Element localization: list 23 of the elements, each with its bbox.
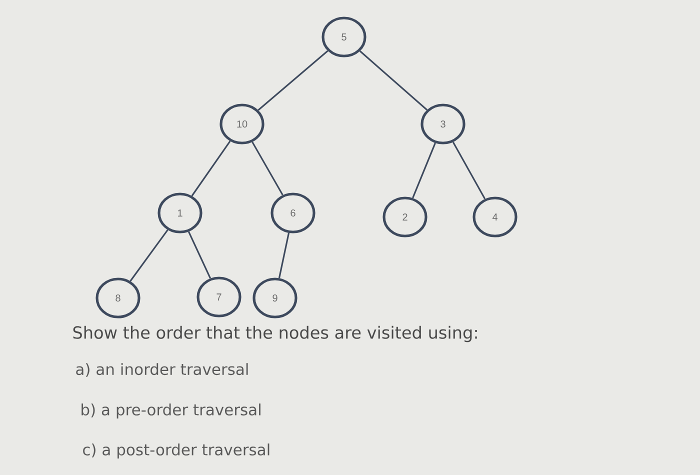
tree-node: 2 (382, 196, 428, 238)
question-text: Show the order that the nodes are visited using: (73, 326, 477, 342)
tree-edge (191, 140, 231, 196)
tree-node: 4 (472, 196, 518, 238)
tree-node: 10 (220, 104, 264, 144)
tree-node: 1 (158, 192, 202, 234)
tree-node: 6 (270, 192, 316, 234)
tree-node: 7 (196, 276, 242, 318)
tree-edge (360, 50, 428, 110)
tree-edge (278, 232, 290, 278)
option-text: a) an inorder traversal (76, 363, 248, 377)
tree-edge (258, 50, 328, 111)
option-text: c) a post-order traversal (83, 444, 270, 459)
tree-edge (188, 231, 212, 279)
tree-edge (130, 229, 168, 282)
tree-edge (452, 142, 486, 200)
option-text: b) a pre-order traversal (82, 404, 260, 419)
tree-node: 3 (420, 104, 466, 144)
tree-node: 9 (252, 278, 298, 318)
tree-edge (252, 142, 284, 196)
tree-node: 5 (322, 16, 366, 58)
tree-node: 8 (96, 278, 140, 318)
tree-edge (412, 142, 436, 198)
